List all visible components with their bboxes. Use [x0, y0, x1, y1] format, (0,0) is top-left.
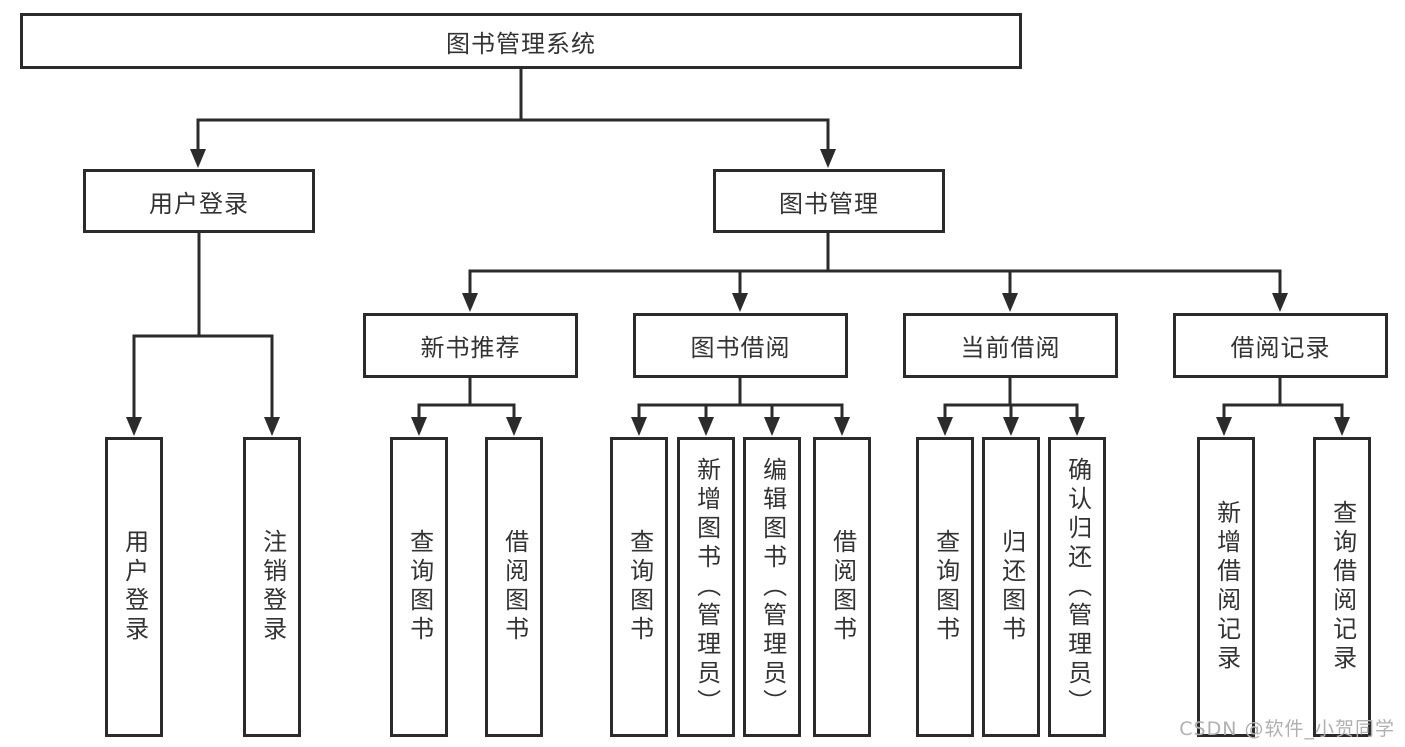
node-label: 新书推荐: [420, 334, 521, 362]
leaf-current-query-books: 查询图书: [916, 437, 974, 737]
node-user-login: 用户登录: [83, 169, 315, 233]
leaf-label: 查询图书: [405, 529, 434, 645]
leaf-recommend-query-books: 查询图书: [390, 437, 448, 737]
leaf-current-return-books: 归还图书: [982, 437, 1040, 737]
node-label: 图书借阅: [690, 334, 791, 362]
leaf-label: 借阅图书: [500, 529, 529, 645]
leaf-label: 查询借阅记录: [1328, 500, 1357, 674]
leaf-logout: 注销登录: [243, 437, 301, 737]
leaf-label: 用户登录: [120, 529, 149, 645]
leaf-label: 新增图书（管理员）: [692, 456, 721, 718]
leaf-label: 借阅图书: [828, 529, 857, 645]
node-borrowing-records: 借阅记录: [1173, 313, 1388, 378]
leaf-label: 新增借阅记录: [1212, 500, 1241, 674]
leaf-borrowing-query-books: 查询图书: [610, 437, 668, 737]
node-label: 当前借阅: [960, 334, 1061, 362]
node-label: 用户登录: [149, 189, 249, 218]
leaf-label: 确认归还（管理员）: [1063, 456, 1092, 718]
node-label: 图书管理: [779, 189, 879, 218]
leaf-borrowing-add-books-admin: 新增图书（管理员）: [677, 437, 735, 737]
node-library-management-system: 图书管理系统: [20, 13, 1022, 69]
node-book-management: 图书管理: [713, 169, 945, 233]
leaf-current-confirm-return-admin: 确认归还（管理员）: [1048, 437, 1106, 737]
leaf-borrowing-edit-books-admin: 编辑图书（管理员）: [743, 437, 801, 737]
watermark-text: CSDN @软件_小贺同学: [1179, 718, 1395, 740]
leaf-label: 编辑图书（管理员）: [758, 456, 787, 718]
leaf-records-add-borrow-record: 新增借阅记录: [1197, 437, 1255, 737]
leaf-user-login: 用户登录: [105, 437, 163, 737]
leaf-label: 注销登录: [258, 529, 287, 645]
leaf-label: 查询图书: [625, 529, 654, 645]
node-book-borrowing: 图书借阅: [633, 313, 848, 378]
node-current-borrowing: 当前借阅: [903, 313, 1118, 378]
leaf-records-query-borrow-record: 查询借阅记录: [1313, 437, 1371, 737]
leaf-label: 查询图书: [931, 529, 960, 645]
node-new-book-recommendation: 新书推荐: [363, 313, 578, 378]
leaf-borrowing-borrow-books: 借阅图书: [813, 437, 871, 737]
leaf-label: 归还图书: [997, 529, 1026, 645]
node-label: 图书管理系统: [446, 29, 596, 58]
leaf-recommend-borrow-books: 借阅图书: [485, 437, 543, 737]
node-label: 借阅记录: [1230, 334, 1331, 362]
